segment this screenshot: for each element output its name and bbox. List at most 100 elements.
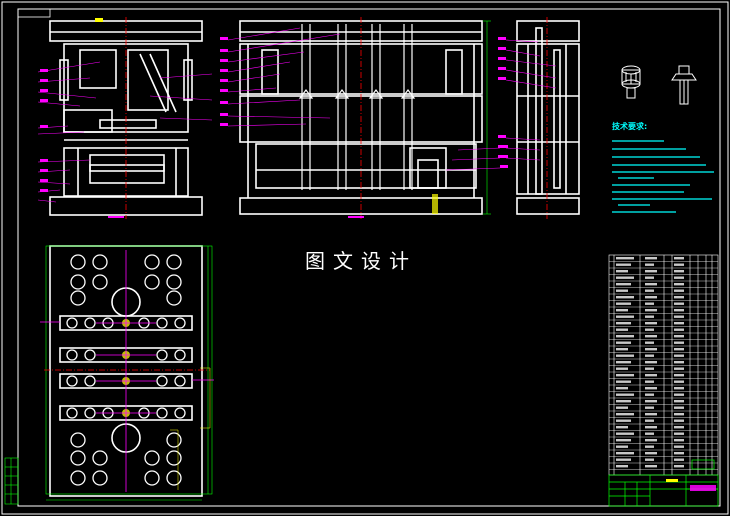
bom-cell-stroke bbox=[616, 361, 631, 364]
plan-view-runners bbox=[40, 250, 214, 492]
view-scale-tag bbox=[108, 216, 124, 218]
bom-cell-stroke bbox=[674, 439, 684, 442]
bom-cell-stroke bbox=[674, 445, 684, 448]
bom-cell-stroke bbox=[645, 354, 654, 357]
bom-cell-stroke bbox=[674, 400, 684, 403]
bom-cell-stroke bbox=[645, 289, 654, 292]
bom-cell-stroke bbox=[645, 426, 657, 429]
bom-cell-stroke bbox=[674, 283, 684, 286]
bom-cell-stroke bbox=[645, 367, 654, 370]
bom-cell-stroke bbox=[645, 361, 657, 364]
bom-cell-stroke bbox=[645, 348, 657, 351]
bom-cell-stroke bbox=[645, 380, 654, 383]
bom-cell-stroke bbox=[645, 335, 657, 338]
bom-cell-stroke bbox=[674, 393, 684, 396]
bom-cell-stroke bbox=[616, 413, 634, 416]
bom-cell-stroke bbox=[674, 354, 684, 357]
bom-cell-stroke bbox=[645, 341, 654, 344]
bom-cell-stroke bbox=[674, 322, 684, 325]
bom-table bbox=[608, 254, 719, 476]
bom-cell-stroke bbox=[645, 283, 657, 286]
bom-cell-stroke bbox=[674, 361, 684, 364]
bom-cell-stroke bbox=[616, 328, 628, 331]
bom-cell-stroke bbox=[616, 426, 628, 429]
bom-cell-stroke bbox=[645, 387, 657, 390]
bom-cell-stroke bbox=[645, 270, 657, 273]
bom-cell-stroke bbox=[674, 328, 684, 331]
bom-cell-stroke bbox=[645, 309, 657, 312]
bom-cell-stroke bbox=[674, 296, 684, 299]
view-scale-tag-side bbox=[348, 216, 364, 218]
bom-cell-stroke bbox=[616, 289, 628, 292]
bom-cell-stroke bbox=[645, 465, 657, 468]
sprue-bushing-marker bbox=[95, 18, 103, 22]
bom-cell-stroke bbox=[674, 387, 684, 390]
binding-strip bbox=[4, 457, 19, 505]
bom-cell-stroke bbox=[616, 445, 628, 448]
bom-cell-stroke bbox=[616, 335, 634, 338]
bom-cell-stroke bbox=[645, 439, 657, 442]
bom-cell-stroke bbox=[616, 406, 628, 409]
bom-cell-stroke bbox=[616, 439, 631, 442]
title-block-stamp bbox=[691, 459, 715, 470]
bom-cell-stroke bbox=[645, 419, 654, 422]
bom-cell-stroke bbox=[674, 465, 684, 468]
part-isometric-1 bbox=[621, 65, 641, 99]
bom-cell-stroke bbox=[616, 257, 634, 260]
bom-cell-stroke bbox=[616, 432, 634, 435]
bom-cell-stroke bbox=[616, 354, 634, 357]
bom-cell-stroke bbox=[616, 341, 631, 344]
bom-cell-stroke bbox=[616, 452, 634, 455]
bom-cell-stroke bbox=[616, 283, 631, 286]
bom-cells bbox=[616, 257, 684, 468]
bom-cell-stroke bbox=[616, 374, 634, 377]
bom-cell-stroke bbox=[645, 328, 654, 331]
bom-cell-stroke bbox=[645, 315, 654, 318]
bom-cell-stroke bbox=[645, 445, 654, 448]
bom-cell-stroke bbox=[645, 393, 654, 396]
bom-cell-stroke bbox=[674, 432, 684, 435]
bom-cell-stroke bbox=[616, 270, 628, 273]
bom-cell-stroke bbox=[645, 432, 654, 435]
bom-cell-stroke bbox=[616, 465, 628, 468]
bom-cell-stroke bbox=[674, 289, 684, 292]
bom-cell-stroke bbox=[616, 400, 631, 403]
top-left-tag bbox=[17, 8, 51, 18]
bom-cell-stroke bbox=[616, 302, 631, 305]
plan-view-cooling bbox=[170, 367, 211, 490]
bom-cell-stroke bbox=[645, 374, 657, 377]
bom-cell-stroke bbox=[616, 458, 631, 461]
bom-cell-stroke bbox=[645, 296, 657, 299]
bom-cell-stroke bbox=[616, 367, 628, 370]
bom-rows bbox=[609, 261, 718, 470]
leader-tags-front bbox=[40, 69, 48, 192]
bom-cell-stroke bbox=[645, 400, 657, 403]
title-block-logo-field bbox=[690, 485, 716, 491]
bom-cell-stroke bbox=[674, 452, 684, 455]
title-block-name-field bbox=[666, 479, 678, 482]
bom-cell-stroke bbox=[616, 419, 631, 422]
inner-frame bbox=[17, 8, 721, 507]
leaders-side bbox=[227, 27, 501, 171]
bom-cell-stroke bbox=[674, 341, 684, 344]
dimension-side bbox=[483, 20, 491, 215]
section-view-end bbox=[516, 20, 580, 215]
bom-cell-stroke bbox=[674, 302, 684, 305]
bom-cell-stroke bbox=[674, 348, 684, 351]
ejector-pins-side bbox=[298, 24, 416, 190]
leader-tags-end bbox=[498, 37, 506, 158]
bom-cell-stroke bbox=[645, 263, 654, 266]
tech-requirements-lines bbox=[612, 140, 714, 213]
part-isometric-2 bbox=[671, 65, 697, 105]
bom-cell-stroke bbox=[616, 380, 631, 383]
bom-cell-stroke bbox=[645, 322, 657, 325]
tech-requirements-title: 技术要求: bbox=[612, 122, 648, 131]
bom-cell-stroke bbox=[674, 374, 684, 377]
bom-cell-stroke bbox=[616, 387, 628, 390]
bom-cell-stroke bbox=[645, 406, 654, 409]
bom-cell-stroke bbox=[674, 458, 684, 461]
bom-cell-stroke bbox=[674, 257, 684, 260]
bom-cell-stroke bbox=[674, 309, 684, 312]
bom-cell-stroke bbox=[674, 367, 684, 370]
